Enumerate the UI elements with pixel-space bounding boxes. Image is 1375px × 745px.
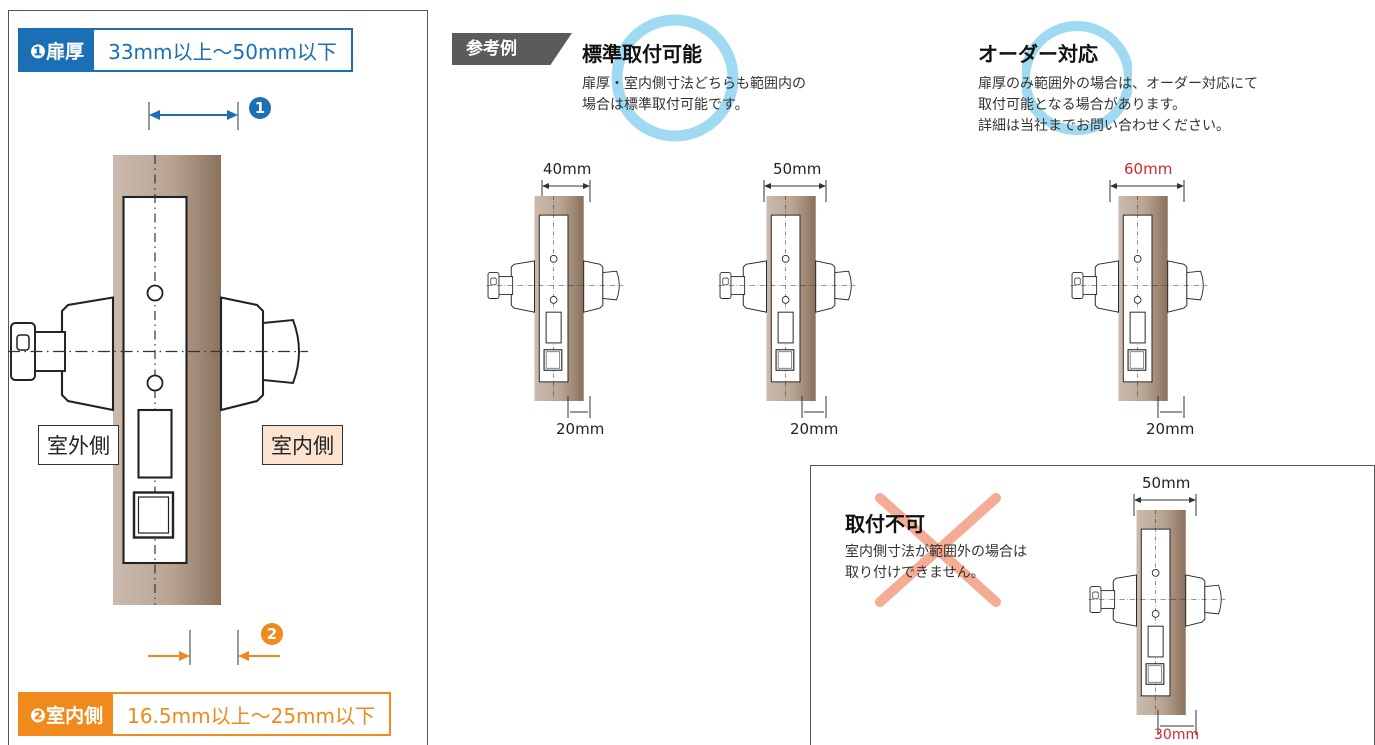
ok-circle-icon (611, 14, 739, 142)
ng-top-dim: 50mm (1142, 474, 1191, 492)
marker-two-icon (261, 623, 283, 645)
order-desc-line3: 詳細は当社までお問い合わせください。 (978, 118, 1230, 134)
order-circle-icon (1022, 21, 1132, 135)
example-a-lock-diagram (485, 180, 625, 418)
main-lock-diagram (8, 102, 308, 665)
spec-panel (8, 10, 428, 745)
thickness-spec-value: 33mm以上〜50mm以下 (94, 30, 351, 70)
indoor-side-label: 室内側 (262, 425, 343, 465)
ng-desc-line2: 取り付けできません。 (845, 565, 985, 581)
example-a-bottom-dim: 20mm (556, 420, 605, 438)
thickness-spec: ❶扉厚 33mm以上〜50mm以下 (18, 28, 353, 72)
ng-lock-diagram (1087, 494, 1227, 735)
example-b-bottom-dim: 20mm (790, 420, 839, 438)
marker-one-icon (249, 97, 271, 119)
ng-title: 取付不可 (845, 512, 925, 536)
order-title: オーダー対応 (978, 42, 1098, 66)
indoor-spec-tag: ❷室内側 (20, 694, 114, 734)
example-a-top-dim: 40mm (543, 160, 592, 178)
indoor-spec: ❷室内側 16.5mm以上〜25mm以下 (18, 692, 392, 736)
ng-desc-line1: 室内側寸法が範囲外の場合は (845, 544, 1027, 560)
example-b-lock-diagram (717, 180, 857, 418)
example-c-bottom-dim: 20mm (1146, 420, 1195, 438)
ng-bottom-dim: 30mm (1154, 727, 1200, 743)
outdoor-side-label: 室外側 (38, 425, 119, 465)
marker-one-label: 1 (254, 99, 266, 117)
marker-two-label: 2 (266, 625, 278, 643)
indoor-spec-value: 16.5mm以上〜25mm以下 (113, 694, 390, 734)
reference-tag: 参考例 (452, 33, 572, 65)
order-desc-line1: 扉厚のみ範囲外の場合は、オーダー対応にて (978, 76, 1258, 92)
thickness-spec-tag: ❶扉厚 (20, 30, 95, 70)
ng-cross-icon (875, 493, 1001, 607)
standard-desc-line2: 場合は標準取付可能です。 (582, 97, 749, 113)
example-c-top-dim: 60mm (1124, 160, 1173, 178)
example-c-lock-diagram (1069, 180, 1209, 418)
example-b-top-dim: 50mm (773, 160, 822, 178)
standard-desc-line1: 扉厚・室内側寸法どちらも範囲内の (582, 76, 806, 92)
order-desc-line2: 取付可能となる場合があります。 (978, 97, 1187, 113)
standard-title: 標準取付可能 (582, 42, 702, 66)
